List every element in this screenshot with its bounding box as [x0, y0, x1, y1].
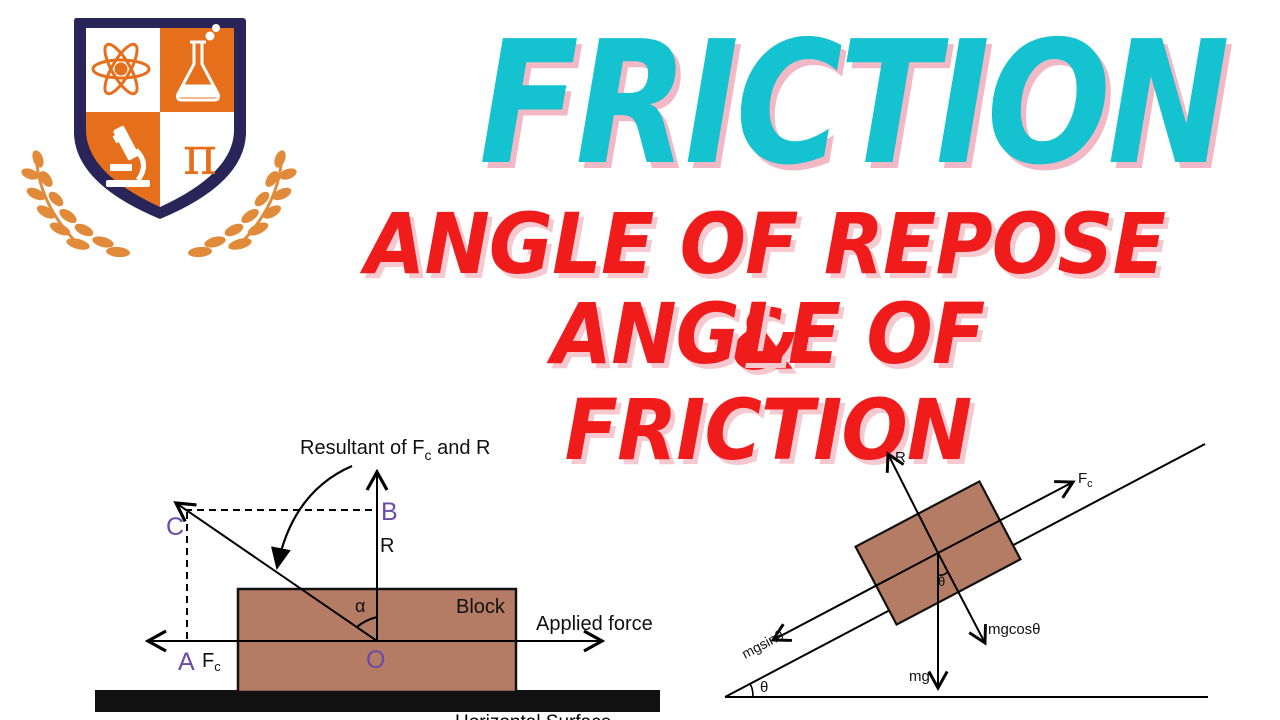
- applied-force-label: Applied force: [536, 613, 653, 635]
- school-logo: π: [21, 18, 297, 258]
- point-a-label: A: [178, 648, 195, 676]
- block-label: Block: [456, 596, 506, 618]
- mgcos-arrow: [937, 552, 987, 646]
- laurel-left-icon: [21, 150, 130, 258]
- microscope-icon: [106, 125, 150, 187]
- pi-icon: π: [183, 127, 217, 187]
- friction-force-arrow: [937, 480, 1076, 554]
- callout-arrow: [271, 464, 353, 570]
- incline-block: [854, 479, 1022, 627]
- theta-block-label: θ: [938, 574, 945, 589]
- mgsin-label: mgsinθ: [739, 626, 787, 661]
- atom-icon: [91, 42, 151, 96]
- subtitle-line-1: ANGLE OF REPOSE &: [364, 195, 1166, 389]
- theta-base-label: θ: [760, 679, 768, 696]
- mgcos-label: mgcosθ: [988, 621, 1041, 638]
- point-b-label: B: [381, 498, 398, 526]
- incline-plane: [724, 443, 1206, 698]
- mg-label: mg: [909, 668, 930, 685]
- alpha-label: α: [355, 596, 365, 616]
- theta-arc-block: [937, 570, 949, 576]
- horizontal-surface: [95, 690, 660, 712]
- block: [236, 587, 518, 694]
- subtitle-line-2: ANGLE OF FRICTION: [551, 285, 986, 479]
- flask-icon: [176, 24, 220, 102]
- point-o-label: O: [366, 646, 385, 674]
- resultant-arrow: [173, 501, 378, 642]
- laurel-right-icon: [188, 150, 297, 258]
- fc-label: Fc: [202, 650, 221, 674]
- r-label: R: [380, 535, 394, 557]
- surface-label: Horizontal Surface: [455, 712, 611, 720]
- page-title: FRICTION: [479, 5, 1230, 203]
- point-c-label: C: [166, 513, 184, 541]
- theta-arc-base: [749, 683, 754, 698]
- alpha-arc: [356, 616, 378, 628]
- shield-icon: π: [74, 18, 246, 219]
- mgsin-arrow: [770, 552, 939, 642]
